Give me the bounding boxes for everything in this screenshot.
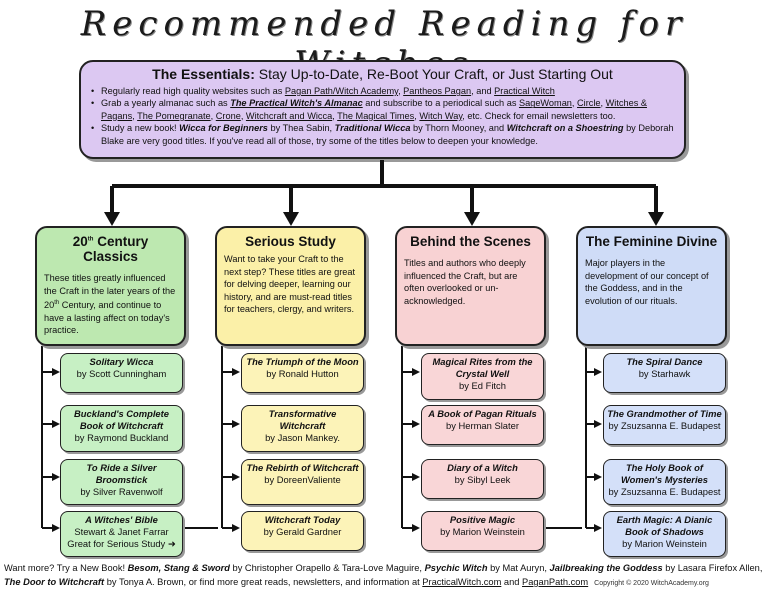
book-title: Buckland's Complete Book of Witchcraft (74, 408, 169, 432)
book-card[interactable]: Earth Magic: A Dianic Book of Shadows by… (603, 511, 726, 557)
down-arrows (104, 212, 664, 226)
book-card[interactable]: The Triumph of the Moon by Ronald Hutton (241, 353, 364, 393)
category-feminine-divine: The Feminine Divine Major players in the… (576, 226, 727, 346)
footer-book: Jailbreaking the Goddess (549, 563, 663, 573)
book-card[interactable]: The Holy Book of Women's Mysteries by Zs… (603, 459, 726, 505)
book-witchcraft-shoestring: Witchcraft on a Shoestring (506, 123, 624, 134)
book-card[interactable]: The Rebirth of Witchcraft by DoreenValie… (241, 459, 364, 505)
book-title: To Ride a Silver Broomstick (86, 462, 157, 486)
book-author: Stewart & Janet Farrar (74, 526, 169, 538)
book-title: The Holy Book of Women's Mysteries (621, 462, 708, 486)
footer: Want more? Try a New Book! Besom, Stang … (4, 563, 763, 587)
book-card[interactable]: Solitary Wicca by Scott Cunningham (60, 353, 183, 393)
link-almanac[interactable]: The Practical Witch's Almanac (230, 98, 363, 109)
link-magical-times[interactable]: The Magical Times (337, 110, 415, 121)
main-tree (110, 160, 658, 222)
book-author: by Zsuzsanna E. Budapest (608, 420, 721, 432)
essentials-heading: The Essentials: Stay Up-to-Date, Re-Boot… (91, 66, 674, 82)
essentials-box: The Essentials: Stay Up-to-Date, Re-Boot… (79, 60, 686, 159)
book-author: by Starhawk (638, 368, 691, 380)
book-author: by Ed Fitch (459, 380, 506, 392)
link-pomegranate[interactable]: The Pomegranate (137, 110, 211, 121)
link-practicalwitch-com[interactable]: PracticalWitch.com (422, 577, 502, 587)
book-author: by Zsuzsanna E. Budapest (608, 486, 721, 498)
category-title: Behind the Scenes (410, 234, 531, 249)
essentials-bullet-books: Study a new book! Wicca for Beginners by… (91, 122, 674, 147)
book-author: by Marion Weinstein (440, 526, 525, 538)
footer-book: Besom, Stang & Sword (127, 563, 230, 573)
book-card[interactable]: The Grandmother of Time by Zsuzsanna E. … (603, 405, 726, 445)
essentials-list: Regularly read high quality websites suc… (91, 85, 674, 147)
book-card[interactable]: Magical Rites from the Crystal Well by E… (421, 353, 544, 400)
link-practical-witch[interactable]: Practical Witch (494, 86, 555, 96)
book-author: by Sibyl Leek (454, 474, 511, 486)
book-title: Solitary Wicca (89, 356, 154, 367)
book-author: by Herman Slater (446, 420, 519, 432)
copyright: Copyright © 2020 WitchAcademy.org (594, 580, 709, 587)
book-title: Diary of a Witch (447, 462, 518, 473)
essentials-bullet-websites: Regularly read high quality websites suc… (91, 85, 674, 98)
link-pagan-path[interactable]: Pagan Path/Witch Academy (284, 86, 399, 96)
footer-book: The Door to Witchcraft (4, 577, 105, 587)
branch-arrowheads (52, 368, 602, 532)
essentials-heading-rest: Stay Up-to-Date, Re-Boot Your Craft, or … (258, 66, 613, 82)
book-traditional-wicca: Traditional Wicca (334, 123, 411, 134)
book-author: by Silver Ravenwolf (80, 486, 163, 498)
category-serious-study: Serious Study Want to take your Craft to… (215, 226, 366, 346)
essentials-bullet-almanac: Grab a yearly almanac such as The Practi… (91, 97, 674, 122)
book-card[interactable]: Buckland's Complete Book of Witchcraft b… (60, 405, 183, 452)
link-witch-way[interactable]: Witch Way (419, 110, 463, 121)
category-description: Titles and authors who deeply influenced… (404, 258, 526, 306)
essentials-heading-bold: The Essentials: (152, 66, 255, 82)
link-sagewoman[interactable]: SageWoman (518, 98, 572, 109)
link-paganpath-com[interactable]: PaganPath.com (522, 577, 589, 587)
book-card[interactable]: The Spiral Dance by Starhawk (603, 353, 726, 393)
book-card[interactable]: A Book of Pagan Rituals by Herman Slater (421, 405, 544, 445)
category-20th-century-classics: 20th Century Classics These titles great… (35, 226, 186, 346)
book-author: by Raymond Buckland (74, 432, 169, 444)
book-author: by DoreenValiente (264, 474, 341, 486)
book-title: Transformative Witchcraft (268, 408, 337, 432)
book-author: by Marion Weinstein (622, 538, 707, 550)
link-witches-pagans[interactable]: Witches & Pagans (101, 98, 647, 121)
book-author: by Scott Cunningham (76, 368, 167, 380)
book-title: The Spiral Dance (626, 356, 703, 367)
book-title: Positive Magic (449, 514, 516, 525)
link-witchcraft-wicca[interactable]: Witchcraft and Wicca (245, 110, 333, 121)
book-author: by Ronald Hutton (266, 368, 339, 380)
category-behind-the-scenes: Behind the Scenes Titles and authors who… (395, 226, 546, 346)
book-author: by Gerald Gardner (263, 526, 342, 538)
category-title: The Feminine Divine (585, 234, 718, 249)
serious-study-note: Great for Serious Study ➜ (67, 538, 176, 550)
book-title: The Grandmother of Time (607, 408, 722, 419)
book-title: The Triumph of the Moon (246, 356, 359, 367)
category-title: 20th Century Classics (72, 234, 149, 264)
book-title: A Witches' Bible (85, 514, 158, 525)
book-author: by Jason Mankey. (265, 432, 340, 444)
book-title: The Rebirth of Witchcraft (246, 462, 359, 473)
book-card[interactable]: Witchcraft Today by Gerald Gardner (241, 511, 364, 551)
book-wicca-beginners: Wicca for Beginners (179, 123, 268, 134)
book-card[interactable]: To Ride a Silver Broomstick by Silver Ra… (60, 459, 183, 505)
link-crone[interactable]: Crone (215, 110, 241, 121)
book-title: Witchcraft Today (264, 514, 341, 525)
category-description: These titles greatly influenced the Craf… (44, 273, 176, 336)
category-description: Want to take your Craft to the next step… (224, 254, 356, 315)
category-title: Serious Study (245, 234, 336, 249)
category-description: Major players in the development of our … (585, 258, 709, 306)
book-card[interactable]: Positive Magic by Marion Weinstein (421, 511, 544, 551)
book-title: Magical Rites from the Crystal Well (432, 356, 533, 380)
footer-book: Psychic Witch (424, 563, 488, 573)
book-title: A Book of Pagan Rituals (428, 408, 537, 419)
link-circle[interactable]: Circle (577, 98, 601, 109)
book-card[interactable]: Transformative Witchcraft by Jason Manke… (241, 405, 364, 452)
book-card[interactable]: A Witches' Bible Stewart & Janet Farrar … (60, 511, 183, 557)
book-card[interactable]: Diary of a Witch by Sibyl Leek (421, 459, 544, 499)
book-title: Earth Magic: A Dianic Book of Shadows (616, 514, 713, 538)
link-pantheos-pagan[interactable]: Pantheos Pagan (403, 86, 472, 96)
